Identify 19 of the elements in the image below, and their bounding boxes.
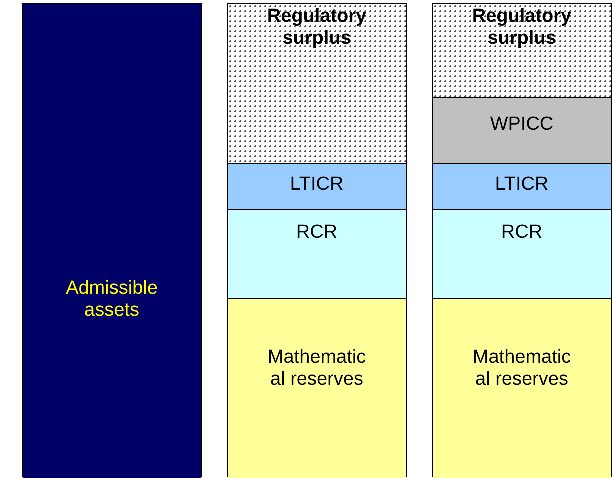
band-label: LTICR [494, 174, 550, 196]
band-label: Regulatory surplus [471, 6, 573, 50]
band [228, 164, 406, 210]
band [433, 299, 611, 478]
band-label: Admissible assets [65, 278, 159, 322]
band-label: RCR [295, 222, 339, 244]
band [228, 210, 406, 299]
band [433, 210, 611, 299]
band [433, 164, 611, 210]
band-label: Regulatory surplus [266, 6, 368, 50]
band-label: Mathematic al reserves [267, 347, 367, 391]
surplus-band [433, 4, 611, 98]
surplus-band [228, 4, 406, 164]
band-label: WPICC [489, 114, 555, 136]
band [433, 98, 611, 164]
band-label: LTICR [289, 174, 345, 196]
band-label: Mathematic al reserves [472, 347, 572, 391]
band-label: RCR [500, 222, 544, 244]
band [228, 299, 406, 478]
